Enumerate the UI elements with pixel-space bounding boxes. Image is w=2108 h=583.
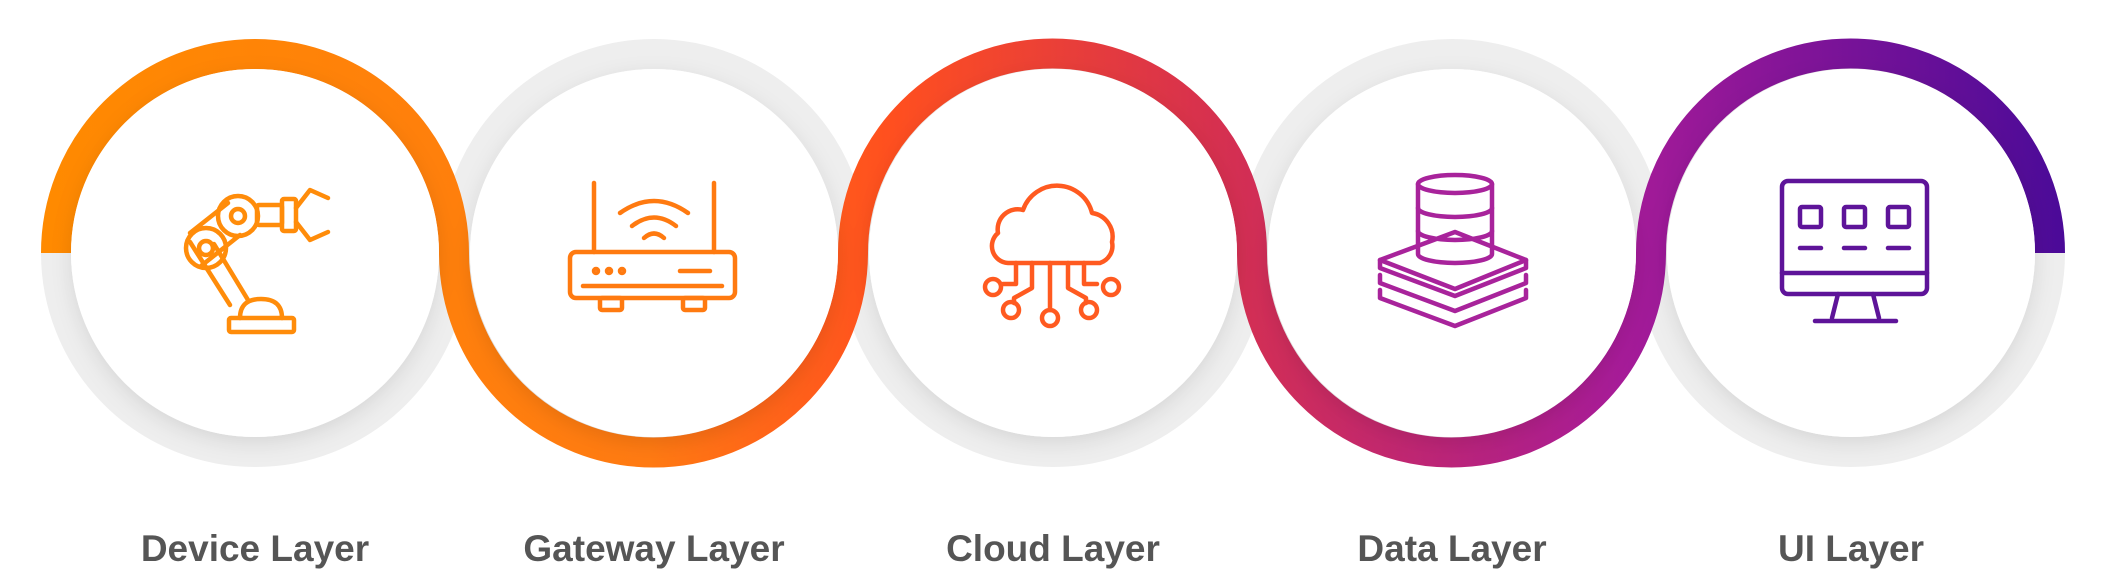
disc-data xyxy=(1268,69,1636,437)
data-layer-label: Data Layer xyxy=(1357,528,1547,569)
ui-layer-label: UI Layer xyxy=(1777,528,1924,569)
disc-cloud xyxy=(869,69,1237,437)
device-layer-label: Device Layer xyxy=(140,528,370,569)
router-icon xyxy=(567,180,738,313)
inner-discs xyxy=(71,69,2035,437)
disc-ui xyxy=(1667,69,2035,437)
gateway-layer-label: Gateway Layer xyxy=(523,528,785,569)
gradient-flow-path xyxy=(41,38,2065,468)
cloud-layer-label: Cloud Layer xyxy=(946,528,1160,569)
database-stack-icon xyxy=(1377,172,1529,329)
disc-device xyxy=(71,69,439,437)
cloud-network-icon xyxy=(982,183,1122,329)
robot-arm-icon xyxy=(183,187,331,335)
desktop-monitor-icon xyxy=(1779,178,1930,324)
